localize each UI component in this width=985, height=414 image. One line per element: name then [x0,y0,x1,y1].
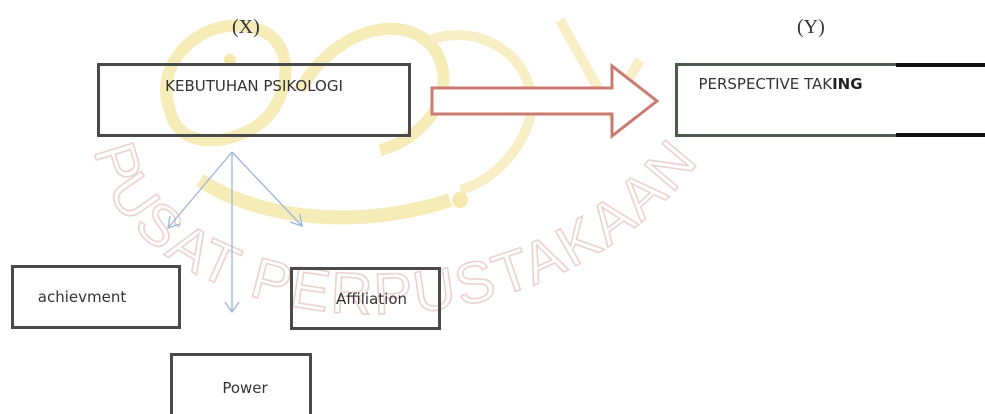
node-perspective-taking-suffix: ING [832,75,863,93]
variable-x-label: (X) [232,16,260,38]
arrowhead-affiliation [289,213,303,227]
arrowhead-power [224,301,240,314]
node-perspective-taking-prefix: PERSPECTIVE TAK [698,75,833,93]
sub-arrows [167,151,303,314]
arrowhead-achievment [167,215,181,229]
node-affiliation-label: Affiliation [335,289,408,308]
node-perspective-taking: PERSPECTIVE TAKING [675,63,899,137]
node-kebutuhan-psikologi: KEBUTUHAN PSIKOLOGI [97,63,411,137]
main-arrow [430,62,660,140]
node-perspective-taking-label: PERSPECTIVE TAKING [698,75,862,93]
node-achievment: achievment [11,265,181,329]
calligraphy-stroke-5 [196,174,453,225]
node-perspective-taking-top-rule [896,63,985,67]
calligraphy-stroke-2 [294,22,450,156]
node-perspective-taking-bottom-rule [896,133,985,137]
variable-y-label: (Y) [797,16,825,38]
node-kebutuhan-psikologi-label: KEBUTUHAN PSIKOLOGI [165,77,343,95]
node-affiliation: Affiliation [290,267,441,330]
calligraphy-dot-1 [452,192,468,208]
arrow-to-affiliation [231,151,303,227]
node-power: Power [170,353,312,414]
node-power-label: Power [222,379,268,397]
arrow-to-achievment [167,151,233,229]
node-achievment-label: achievment [37,288,127,306]
